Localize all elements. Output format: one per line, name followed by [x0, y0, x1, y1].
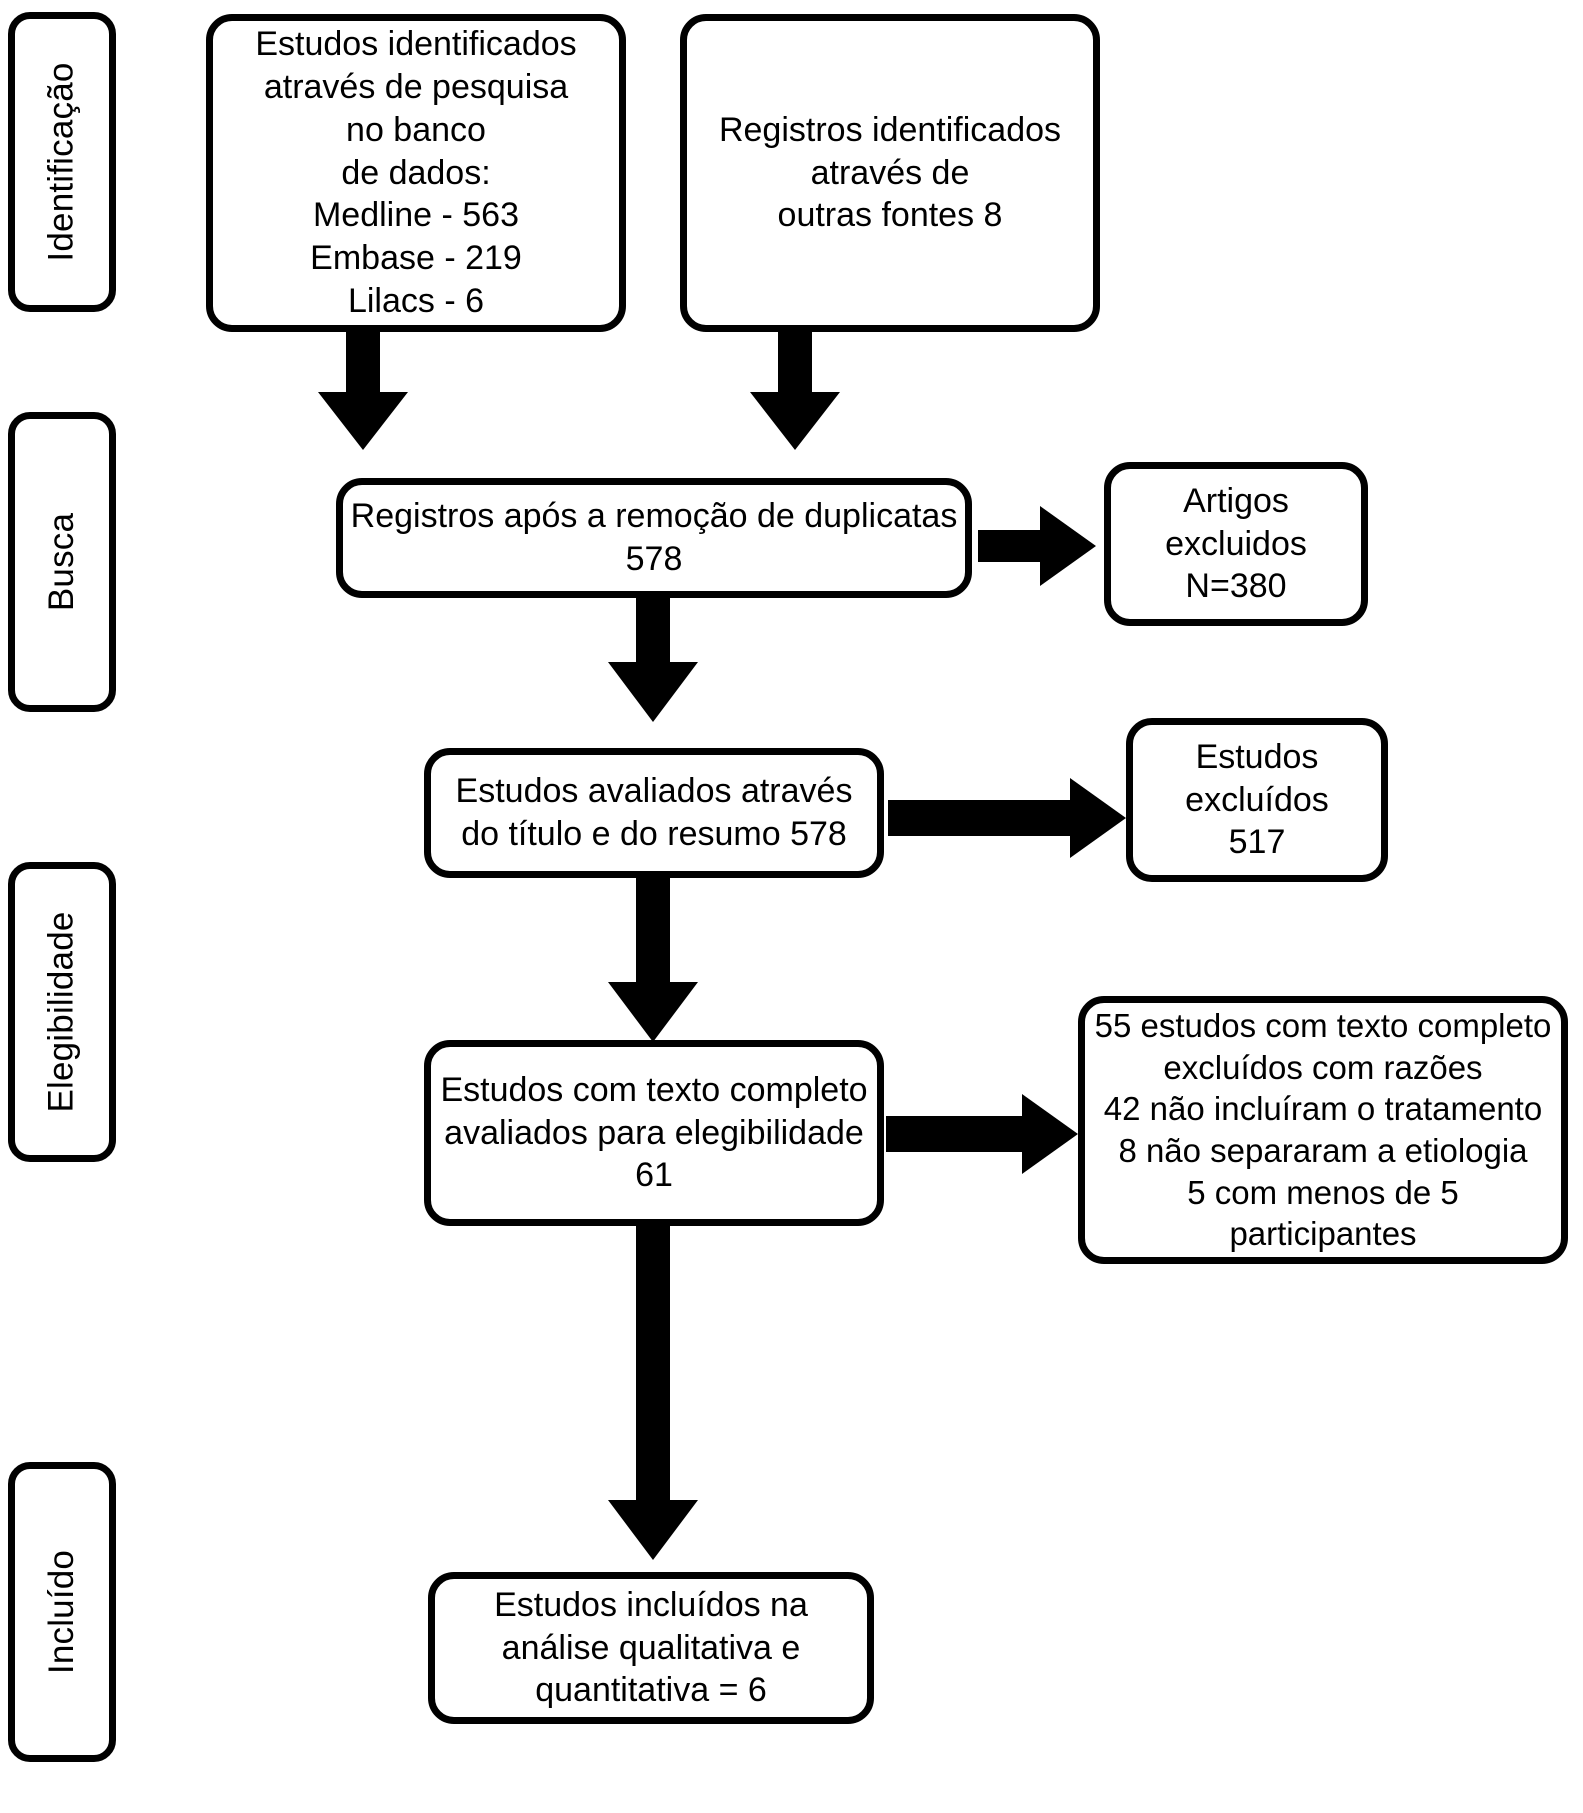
box-identified-other-sources: Registros identificados através de outra… [680, 14, 1100, 332]
box-line: através de [810, 153, 970, 192]
box-included-synthesis-text: Estudos incluídos na análise qualitativa… [435, 1584, 867, 1712]
stage-label-elegibilidade: Elegibilidade [8, 862, 116, 1162]
arrow-fulltext-to-included [608, 1222, 698, 1560]
stage-label-elegibilidade-text: Elegibilidade [42, 911, 81, 1113]
box-line: 5 com menos de 5 [1187, 1173, 1459, 1211]
box-line: excluídos com razões [1163, 1048, 1483, 1086]
box-fulltext-assessed-text: Estudos com texto completo avaliados par… [431, 1069, 877, 1197]
arrow-duplicates-to-articles-excluded [978, 506, 1096, 586]
box-line: 578 [625, 540, 683, 578]
stage-label-busca: Busca [8, 412, 116, 712]
arrow-other-to-duplicates [750, 330, 840, 450]
box-line: Estudos [1195, 737, 1319, 776]
stage-label-busca-text: Busca [42, 512, 81, 612]
box-articles-excluded-text: Artigos excluidos N=380 [1111, 480, 1361, 608]
box-identified-other-sources-text: Registros identificados através de outra… [687, 109, 1093, 237]
box-line: Estudos com texto completo [440, 1070, 868, 1109]
arrow-fulltext-to-excluded-reasons [886, 1094, 1078, 1174]
box-fulltext-assessed: Estudos com texto completo avaliados par… [424, 1040, 884, 1226]
box-fulltext-excluded-reasons: 55 estudos com texto completo excluídos … [1078, 996, 1568, 1264]
box-line: quantitativa = 6 [535, 1671, 767, 1710]
arrow-screening-to-studies-excluded [888, 778, 1126, 858]
box-line: avaliados para elegibilidade [444, 1113, 864, 1152]
box-records-after-duplicates-text: Registros após a remoção de duplicatas 5… [343, 495, 965, 581]
box-line: N=380 [1185, 567, 1287, 606]
box-line: excluidos [1165, 524, 1307, 563]
stage-label-identificacao-text: Identificação [42, 62, 81, 262]
box-line: no banco [346, 110, 486, 149]
box-line: Estudos incluídos na [494, 1585, 808, 1624]
box-line: 61 [635, 1156, 673, 1195]
box-line: Registros identificados [718, 110, 1062, 149]
box-line: de dados: [341, 153, 491, 192]
box-line: 8 não separaram a etiologia [1118, 1132, 1528, 1169]
box-line: do título e do resumo 578 [461, 815, 847, 853]
box-line: outras fontes 8 [777, 196, 1003, 235]
box-identified-database-text: Estudos identificados através de pesquis… [213, 23, 619, 323]
box-records-after-duplicates: Registros após a remoção de duplicatas 5… [336, 478, 972, 598]
stage-label-incluido: Incluído [8, 1462, 116, 1762]
box-line: participantes [1229, 1215, 1417, 1253]
box-articles-excluded: Artigos excluidos N=380 [1104, 462, 1368, 626]
box-line: excluídos [1185, 780, 1329, 819]
box-fulltext-excluded-reasons-text: 55 estudos com texto completo excluídos … [1085, 1005, 1561, 1254]
box-line: 517 [1228, 823, 1286, 862]
box-studies-excluded-text: Estudos excluídos 517 [1133, 736, 1381, 864]
box-line: Registros após a remoção de duplicatas [350, 497, 958, 536]
box-studies-excluded: Estudos excluídos 517 [1126, 718, 1388, 882]
box-screened-title-abstract-text: Estudos avaliados através do título e do… [431, 770, 877, 856]
arrow-duplicates-to-screening [608, 596, 698, 722]
box-line: Embase - 219 [310, 239, 522, 278]
box-identified-database: Estudos identificados através de pesquis… [206, 14, 626, 332]
box-included-synthesis: Estudos incluídos na análise qualitativa… [428, 1572, 874, 1724]
box-line: 55 estudos com texto completo [1094, 1007, 1552, 1045]
box-line: Artigos [1183, 481, 1289, 520]
box-line: 42 não incluíram o tratamento [1103, 1090, 1543, 1128]
arrow-db-to-duplicates [318, 330, 408, 450]
box-line: Medline - 563 [312, 196, 519, 235]
box-line: análise qualitativa e [501, 1628, 801, 1667]
box-line: Lilacs - 6 [347, 282, 485, 321]
arrow-screening-to-fulltext [608, 876, 698, 1042]
box-line: através de pesquisa [263, 67, 569, 106]
stage-label-incluido-text: Incluído [42, 1549, 81, 1675]
box-screened-title-abstract: Estudos avaliados através do título e do… [424, 748, 884, 878]
stage-label-identificacao: Identificação [8, 12, 116, 312]
box-line: Estudos avaliados através [455, 772, 853, 811]
box-line: Estudos identificados [255, 25, 577, 64]
